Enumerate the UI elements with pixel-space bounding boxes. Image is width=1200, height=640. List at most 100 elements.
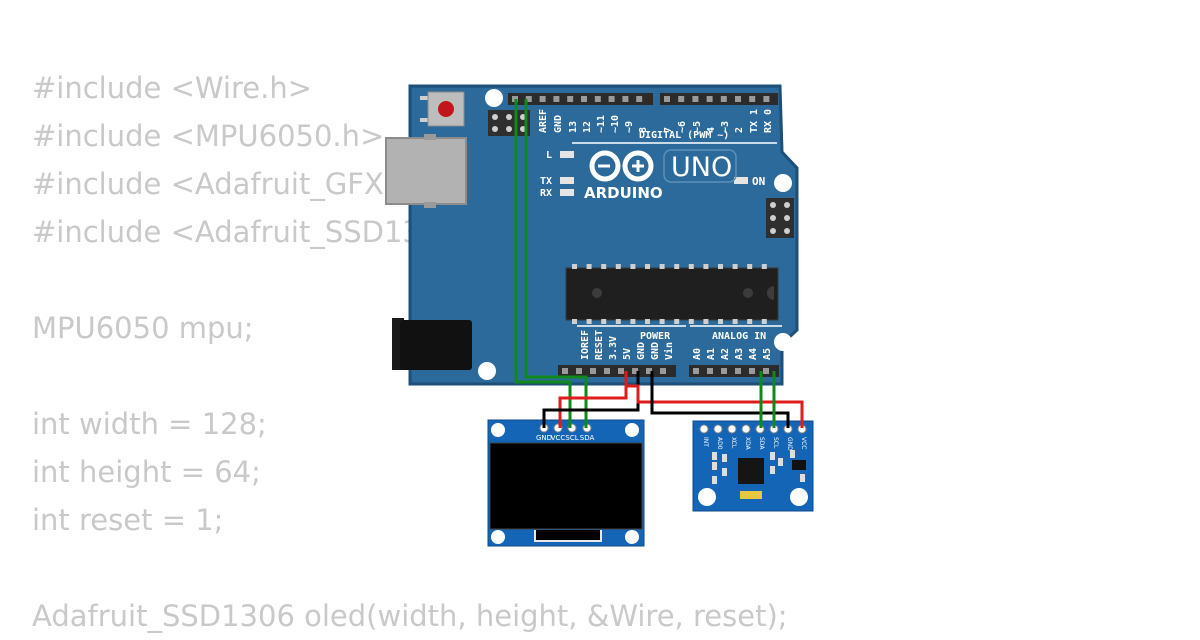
- power-pin-label: RESET: [594, 330, 605, 360]
- mounting-hole: [774, 174, 792, 192]
- power-pin-label: GND: [636, 342, 647, 360]
- digital-pin-label: 13: [568, 121, 579, 133]
- power-header[interactable]: [558, 365, 779, 377]
- mpu-pin[interactable]: [699, 424, 709, 434]
- digital-pin-label: ~5: [692, 121, 703, 133]
- led-rx-label: RX: [540, 188, 552, 199]
- oled-pin-label: SCL: [565, 434, 578, 442]
- power-pin-label: Vin: [663, 342, 675, 360]
- mpu-pin-label: INT: [702, 437, 709, 447]
- led-on-label: ON: [752, 175, 765, 188]
- code-line: #include <MPU6050.h>: [32, 119, 385, 153]
- mounting-hole: [774, 333, 792, 351]
- code-line: int width = 128;: [32, 407, 267, 441]
- digital-pin-label: 7: [663, 127, 674, 133]
- mounting-hole: [625, 530, 639, 544]
- mounting-hole: [491, 530, 505, 544]
- oled-pin-label: VCC: [551, 434, 566, 442]
- wires: [514, 99, 804, 428]
- mpu-pin-label: XDA: [744, 437, 751, 451]
- mpu-pin[interactable]: [727, 424, 737, 434]
- power-pin-label: 5V: [622, 348, 633, 360]
- mpu-pin[interactable]: [713, 424, 723, 434]
- oled-pin-label: SDA: [580, 434, 595, 442]
- code-line: #include <Wire.h>: [32, 71, 313, 105]
- led-rx: [560, 189, 574, 196]
- analog-pin-label: A2: [720, 348, 731, 360]
- power-jack: [392, 318, 472, 370]
- mounting-hole: [625, 423, 639, 437]
- usb-port: [385, 134, 467, 208]
- led-l: [560, 151, 574, 158]
- wire-sda-oled[interactable]: [514, 99, 572, 428]
- analog-pin-label: A0: [692, 348, 703, 360]
- oled-pin-label: GND: [536, 434, 552, 442]
- mpu-crystal: [740, 491, 762, 499]
- model-badge: [663, 149, 737, 183]
- power-pin-label: IOREF: [580, 330, 591, 360]
- mpu-pin[interactable]: [741, 424, 751, 434]
- led-l-label: L: [546, 150, 552, 161]
- digital-pin-label: ~6: [677, 121, 688, 133]
- mpu-pin-label: SDA: [758, 437, 765, 450]
- power-pin-label: 3.3V: [608, 336, 619, 360]
- mounting-hole: [478, 362, 496, 380]
- code-line: Adafruit_SSD1306 oled(width, height, &Wi…: [32, 599, 788, 633]
- digital-pin-label: 8: [638, 127, 649, 133]
- wire-vcc-mpu[interactable]: [624, 371, 804, 428]
- analog-pin-label: A1: [706, 348, 717, 360]
- oled-screen: [489, 442, 643, 530]
- analog-header-label: ANALOG IN: [712, 331, 766, 342]
- led-on: [734, 177, 748, 184]
- wire-scl-oled[interactable]: [524, 99, 588, 428]
- digital-pin-label: RX 0: [763, 109, 774, 133]
- mpu-chip: [738, 458, 764, 484]
- digital-header[interactable]: [508, 93, 778, 105]
- mpu-pin-label: GND: [786, 437, 793, 451]
- analog-pin-label: A5: [762, 348, 773, 360]
- model-label: UNO: [671, 152, 732, 183]
- arduino-logo: [589, 150, 654, 182]
- digital-pin-label: ~3: [720, 121, 731, 133]
- mounting-hole: [698, 488, 716, 506]
- power-header-label: POWER: [640, 331, 671, 342]
- power-pin-label: GND: [650, 342, 661, 360]
- mpu-pin-label: SCL: [772, 437, 779, 449]
- icsp-header-right: [766, 198, 794, 238]
- digital-pin-label: AREF: [538, 109, 549, 133]
- analog-pin-label: A3: [734, 348, 745, 360]
- mounting-hole: [485, 89, 503, 107]
- reset-button[interactable]: [420, 91, 465, 127]
- atmega-chip: [565, 264, 779, 324]
- mpu-pin-label: VCC: [800, 437, 807, 449]
- mounting-hole: [491, 423, 505, 437]
- mpu-pin-label: XCL: [730, 437, 737, 449]
- digital-header-label: DIGITAL (PWM ~): [639, 130, 729, 141]
- digital-pin-label: 12: [582, 121, 593, 133]
- code-line: int reset = 1;: [32, 503, 224, 537]
- digital-pin-label: ~11: [596, 115, 607, 133]
- code-line: int height = 64;: [32, 455, 261, 489]
- code-line: MPU6050 mpu;: [32, 311, 254, 345]
- digital-pin-label: 4: [706, 127, 717, 133]
- icsp-header-top: [488, 110, 530, 136]
- digital-pin-label: TX 1: [749, 109, 760, 133]
- digital-pin-label: GND: [553, 115, 564, 133]
- brand-label: ARDUINO: [584, 184, 663, 202]
- wire-gnd-mpu[interactable]: [650, 371, 790, 428]
- digital-pin-label: 2: [734, 127, 745, 133]
- led-tx-label: TX: [540, 176, 552, 187]
- mounting-hole: [790, 488, 808, 506]
- digital-pin-label: ~9: [624, 121, 635, 133]
- led-tx: [560, 177, 574, 184]
- mpu6050-module[interactable]: INT AD0 XCL XDA SDA SCL GND VCC: [692, 420, 814, 512]
- digital-pin-label: ~10: [610, 115, 621, 133]
- analog-pin-label: A4: [748, 348, 759, 360]
- mpu-pin-label: AD0: [716, 437, 723, 450]
